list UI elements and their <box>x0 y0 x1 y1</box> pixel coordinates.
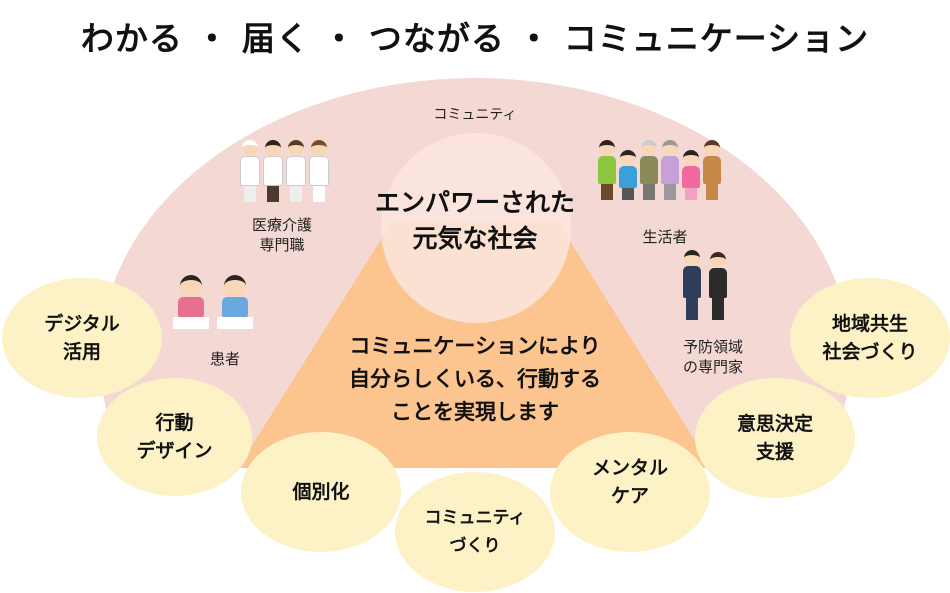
bubble-decision-support: 意思決定支援 <box>695 378 855 498</box>
bubble-mental-line-1: メンタル <box>591 457 668 479</box>
bubble-community-line-1: コミュニティ <box>424 508 526 528</box>
bubble-decision-line-1: 意思決定 <box>736 413 813 435</box>
bubble-inclusive-line-1: 地域共生 <box>831 313 908 335</box>
core-circle <box>381 133 571 323</box>
community-label: コミュニティ <box>433 107 517 123</box>
actor-prevention-label: 予防領域 の専門家 <box>663 337 763 377</box>
bubble-behavior-line-1: 行動 <box>155 412 194 434</box>
bubble-inclusive-society: 地域共生社会づくり <box>790 278 950 398</box>
bubble-digital-line-2: 活用 <box>62 341 101 363</box>
bubble-behavior-line-2: デザイン <box>136 440 213 462</box>
bubble-mental-care: メンタルケア <box>550 432 710 552</box>
actor-medical-label: 医療介護 専門職 <box>232 215 332 255</box>
actor-patients-label: 患者 <box>209 350 240 368</box>
patients-in-bed-icon <box>173 275 253 329</box>
core-line-2: 元気な社会 <box>412 224 538 253</box>
bubble-digital-line-1: デジタル <box>44 313 120 335</box>
bubble-digital: デジタル活用 <box>2 278 162 398</box>
actor-medical-line-2: 専門職 <box>259 236 305 254</box>
bubble-community-building: コミュニティづくり <box>395 472 555 592</box>
bubble-inclusive-line-2: 社会づくり <box>822 341 918 363</box>
mission-line-3: ことを実現します <box>391 400 559 424</box>
family-group-icon <box>598 140 721 200</box>
bubble-behavior-design: 行動デザイン <box>97 378 252 496</box>
bubble-mental-line-2: ケア <box>610 485 649 507</box>
bubble-personalization-line-1: 個別化 <box>292 481 350 503</box>
actor-residents-label: 生活者 <box>642 228 688 246</box>
medical-staff-icon <box>240 140 329 202</box>
business-people-icon <box>683 250 727 320</box>
core-line-1: エンパワーされた <box>374 188 575 217</box>
bubble-personalization: 個別化 <box>241 432 401 552</box>
core-goal-text: エンパワーされた 元気な社会 <box>330 185 620 257</box>
page-title: わかる ・ 届く ・ つながる ・ コミュニケーション <box>80 19 870 58</box>
actor-prevention-line-1: 予防領域 <box>682 338 743 356</box>
actor-prevention-line-2: の専門家 <box>682 358 743 376</box>
mission-text: コミュニケーションにより 自分らしくいる、行動する ことを実現します <box>290 330 660 429</box>
actor-medical-line-1: 医療介護 <box>251 216 312 234</box>
bubble-community-line-2: づくり <box>449 536 501 556</box>
bubble-decision-line-2: 支援 <box>755 441 794 463</box>
mission-line-1: コミュニケーションにより <box>349 334 601 358</box>
mission-line-2: 自分らしくいる、行動する <box>349 367 601 391</box>
